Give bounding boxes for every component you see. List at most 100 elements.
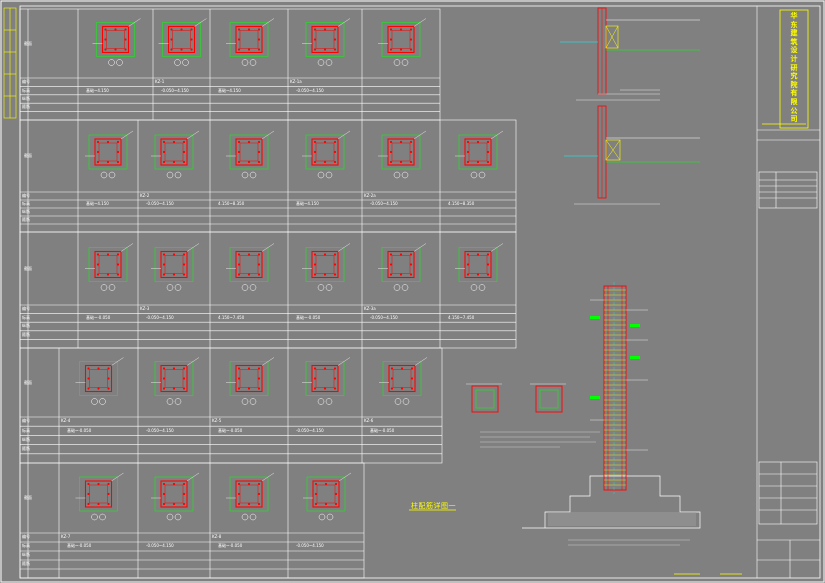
stirrup-outline xyxy=(96,22,135,57)
stirrup-outline xyxy=(381,134,421,170)
leader-line xyxy=(413,130,427,140)
column-section-details xyxy=(75,18,504,521)
rebar-dot xyxy=(96,273,100,276)
inner-tie xyxy=(98,255,118,274)
inner-tie xyxy=(164,369,184,388)
row-label-reinforcement: 纵筋 xyxy=(22,95,30,101)
rebar-dot xyxy=(170,38,173,41)
rebar-dot xyxy=(87,492,90,496)
row-label-reinforcement: 纵筋 xyxy=(22,209,30,214)
rebar-dot xyxy=(114,28,117,31)
elevation-value: 基础~4.150 xyxy=(86,87,109,93)
inner-tie xyxy=(239,142,259,162)
elevation-value: 基础~-0.050 xyxy=(218,543,243,549)
section-outline xyxy=(311,25,339,54)
rebar-dot xyxy=(409,28,413,31)
axis-bubble xyxy=(317,284,325,291)
column-section-sketch xyxy=(226,18,275,66)
section-outline xyxy=(387,250,415,279)
rebar-dot xyxy=(466,263,470,266)
schedule-block xyxy=(19,231,517,349)
rebar-dot xyxy=(466,160,470,164)
row-label-stirrup: 箍筋 xyxy=(22,331,30,337)
column-section-sketch xyxy=(158,18,207,66)
rebar-dot xyxy=(107,367,110,370)
section-outline xyxy=(160,138,188,166)
axis-bubble xyxy=(241,513,249,521)
axis-bubble xyxy=(325,171,333,179)
axis-bubble xyxy=(166,398,174,405)
elevation-value: -0.050~4.150 xyxy=(146,201,174,206)
axis-bubble xyxy=(249,284,257,291)
row-label-elevation: 标高 xyxy=(22,427,30,433)
axis-bubble xyxy=(174,513,182,521)
rebar-dot xyxy=(172,140,176,144)
inner-tie xyxy=(89,369,108,388)
rebar-dot xyxy=(96,140,100,144)
inner-tie xyxy=(239,484,259,504)
rebar-dot xyxy=(106,140,110,144)
inner-tie xyxy=(392,369,412,388)
rebar-dot xyxy=(323,273,327,276)
rebar-dot xyxy=(106,273,110,276)
inner-tie xyxy=(89,484,108,504)
schedule-block xyxy=(19,462,365,579)
rebar-dot xyxy=(107,482,110,486)
rebar-dot xyxy=(476,160,480,164)
stirrup-outline xyxy=(88,247,128,282)
rebar-dot xyxy=(180,28,183,31)
company-char: 研 xyxy=(790,63,798,72)
section-outline xyxy=(388,364,416,393)
row-label-elevation: 标高 xyxy=(22,201,30,206)
column-section-sketch xyxy=(455,130,504,179)
inner-tie xyxy=(316,484,336,504)
rebar-dot xyxy=(399,28,403,31)
rebar-dot xyxy=(323,48,327,51)
joint-detail-sketches xyxy=(466,383,600,448)
elevation-value: -0.050~4.150 xyxy=(146,543,174,549)
rebar-dot xyxy=(389,48,393,51)
stirrup-outline xyxy=(229,22,269,57)
rebar-dot xyxy=(257,492,261,496)
leader-line xyxy=(261,243,275,252)
inner-tie xyxy=(315,30,335,49)
stirrup-outline xyxy=(229,247,269,282)
row-label-stirrup: 箍筋 xyxy=(22,561,30,567)
inner-tie xyxy=(468,255,488,274)
rebar-dot xyxy=(106,253,110,256)
rebar-dot xyxy=(104,28,107,31)
rebar-dot xyxy=(323,253,327,256)
column-code: KZ-5 xyxy=(212,418,222,424)
company-char: 计 xyxy=(790,54,798,63)
rebar-dot xyxy=(389,150,393,154)
title-block-stamp xyxy=(762,9,809,129)
axis-bubble xyxy=(393,284,401,291)
rebar-dot xyxy=(314,502,318,506)
rebar-dot xyxy=(324,502,328,506)
axis-bubble xyxy=(478,171,486,179)
axis-bubble xyxy=(325,59,333,66)
axis-bubble xyxy=(99,513,106,521)
axis-bubble xyxy=(318,513,326,521)
section-outline xyxy=(464,138,492,166)
leader-line xyxy=(120,243,134,252)
stirrup-outline xyxy=(88,134,128,170)
rebar-dot xyxy=(237,48,241,51)
rebar-dot xyxy=(162,482,166,486)
axis-bubble xyxy=(91,513,98,521)
rebar-dot xyxy=(257,160,261,164)
rebar-dot xyxy=(486,253,490,256)
block-frame xyxy=(19,347,443,464)
rebar-dot xyxy=(87,387,90,390)
company-char: 限 xyxy=(790,97,798,106)
rebar-dot xyxy=(313,263,317,266)
rebar-dot xyxy=(333,263,337,266)
rebar-dot xyxy=(182,387,186,390)
section-outline xyxy=(387,138,415,166)
column-code: KZ-4 xyxy=(61,418,71,424)
elevation-value: 4.150~7.450 xyxy=(448,314,475,320)
rebar-dot xyxy=(237,160,241,164)
rebar-dot xyxy=(334,482,338,486)
row-label-section: 截面 xyxy=(24,265,32,271)
rebar-dot xyxy=(182,160,186,164)
